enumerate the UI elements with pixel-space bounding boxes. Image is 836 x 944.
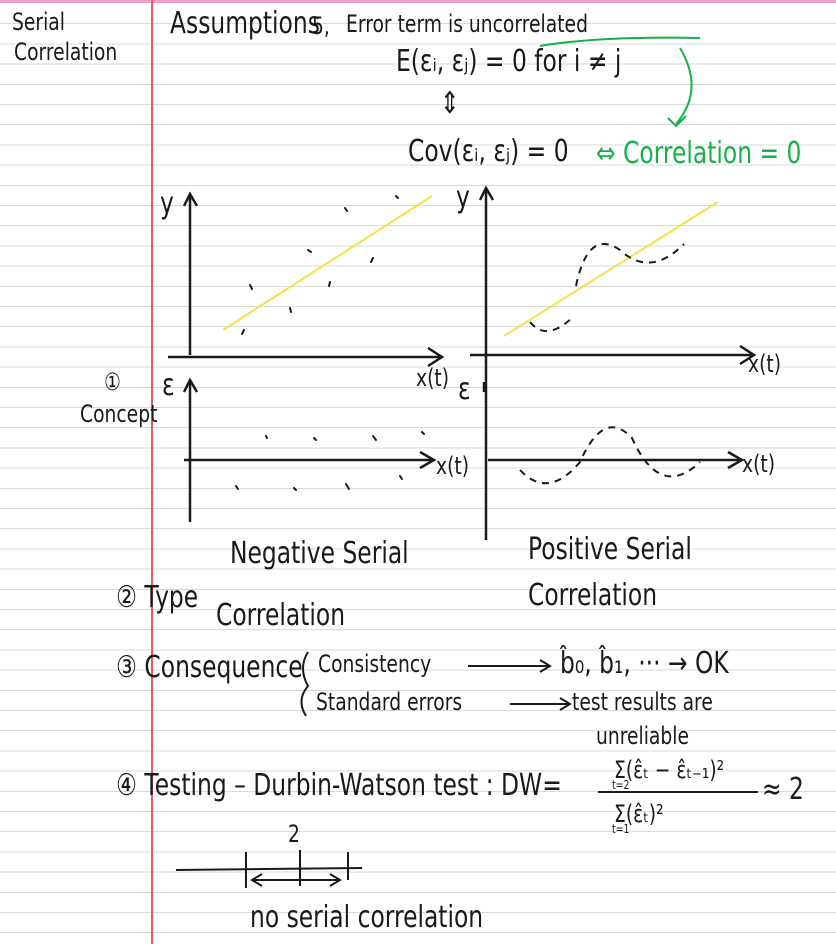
covariance-formula: Cov(εᵢ, εⱼ) = 0: [408, 134, 569, 169]
dw-denominator-index: t=1: [612, 822, 630, 836]
scale-center-label: 2: [288, 820, 300, 848]
consistency-arrow: [468, 659, 552, 673]
assumptions-heading: Assumptions: [170, 6, 320, 41]
assumption-statement: Error term is uncorrelated: [346, 10, 588, 38]
standard-errors-label: Standard errors: [316, 688, 463, 716]
topic-line-2: Correlation: [14, 38, 118, 66]
assumption-number: 5,: [312, 12, 330, 40]
no-correlation-caption: no serial correlation: [250, 900, 484, 935]
negative-title-2: Correlation: [216, 598, 346, 633]
testing-label: ④ Testing – Durbin-Watson test : DW=: [116, 768, 562, 803]
concept-label: Concept: [80, 400, 158, 428]
topic-line-1: Serial: [12, 8, 65, 36]
dw-denominator: Σ(ε̂ₜ)²: [614, 800, 664, 828]
consistency-result: b̂₀, b̂₁, ··· → OK: [560, 646, 729, 681]
right-residual-wave: [519, 426, 701, 485]
left-error-label: ε: [162, 368, 175, 403]
left-residual-points: [235, 431, 425, 491]
right-error-label: ε: [458, 372, 471, 407]
standard-errors-result: test results are: [572, 688, 713, 716]
left-scatter-points: [241, 195, 399, 335]
dw-scale: [175, 850, 363, 888]
left-regression-line: [222, 195, 433, 331]
correlation-zero: ⇔ Correlation = 0: [596, 136, 802, 171]
right-wave-low: [529, 317, 573, 332]
dw-numerator-index: t=2: [612, 778, 630, 792]
left-regression-axes: [168, 191, 445, 368]
consistency-label: Consistency: [318, 650, 432, 678]
right-wave-high: [575, 243, 685, 287]
equivalence-arrow: ⇕: [440, 86, 460, 121]
left-y-label: y: [160, 186, 174, 221]
standard-errors-arrow: [510, 697, 572, 711]
uncorrelated-underline: [539, 36, 701, 47]
right-residual-axes: [482, 382, 745, 470]
consequence-label: ③ Consequence: [116, 650, 303, 685]
right-regression-line: [503, 201, 719, 337]
positive-title-1: Positive Serial: [528, 532, 692, 567]
unreliable-label: unreliable: [596, 722, 690, 750]
positive-title-2: Correlation: [528, 578, 658, 613]
negative-title-1: Negative Serial: [230, 536, 409, 571]
left-time-label: x(t): [416, 364, 450, 392]
type-label: ② Type: [116, 580, 199, 615]
concept-number: ①: [104, 368, 121, 396]
green-arrow: [675, 47, 693, 125]
right-residual-time-label: x(t): [742, 450, 776, 478]
left-residual-axes: [182, 377, 437, 522]
top-edge: [0, 0, 836, 3]
margin-line: [151, 0, 153, 944]
left-residual-time-label: x(t): [436, 452, 470, 480]
dw-approx: ≈ 2: [762, 772, 804, 807]
dw-numerator: Σ(ε̂ₜ − ε̂ₜ₋₁)²: [614, 756, 725, 784]
right-y-label: y: [456, 180, 470, 215]
consequence-brace: [300, 651, 310, 717]
right-regression-axes: [470, 185, 757, 540]
green-arrowhead: [667, 115, 687, 128]
expectation-formula: E(εᵢ, εⱼ) = 0 for i ≠ j: [396, 44, 622, 79]
